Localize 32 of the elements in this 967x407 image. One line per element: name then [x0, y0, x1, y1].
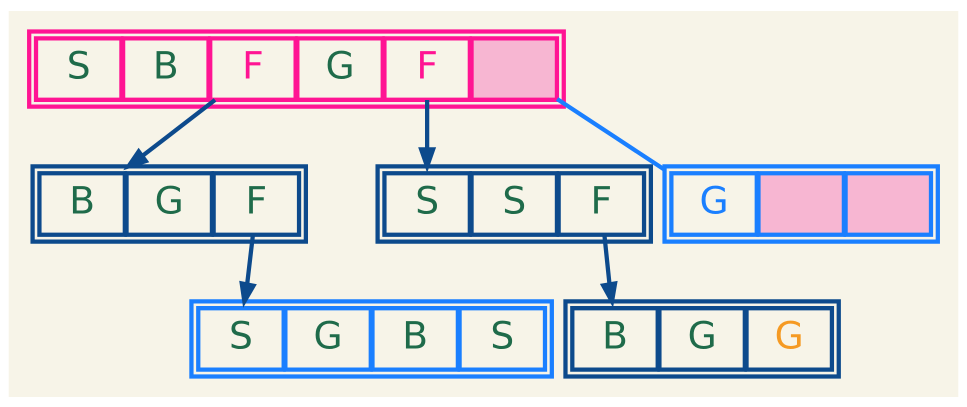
node-box: F — [208, 36, 298, 102]
arrow — [239, 234, 257, 308]
cluster — [27, 28, 566, 108]
node-box: G — [295, 36, 385, 102]
node-box: B — [370, 306, 460, 372]
node-box: S — [34, 36, 124, 102]
node-box: S — [196, 306, 286, 372]
node-box: B — [570, 306, 660, 372]
node-box: B — [37, 170, 127, 236]
node-box — [756, 170, 846, 236]
node-box: S — [382, 170, 472, 236]
cluster — [662, 164, 940, 244]
node-box: G — [657, 306, 747, 372]
node-box: F — [556, 170, 646, 236]
arrow — [600, 234, 618, 308]
node-box: S — [457, 306, 548, 372]
arrow — [418, 99, 436, 172]
cluster — [189, 298, 554, 378]
cluster — [30, 164, 308, 244]
cluster — [375, 164, 654, 244]
arrow — [123, 98, 216, 170]
node-box: S — [469, 170, 560, 236]
node-box: G — [124, 170, 214, 236]
cluster — [563, 298, 841, 378]
node-box: G — [283, 306, 373, 372]
node-box — [843, 170, 934, 236]
node-box: B — [120, 36, 211, 102]
node-box: G — [744, 306, 834, 372]
node-box: G — [669, 170, 759, 236]
node-box: F — [382, 36, 472, 102]
node-box: F — [212, 170, 302, 236]
node-box — [469, 36, 560, 102]
